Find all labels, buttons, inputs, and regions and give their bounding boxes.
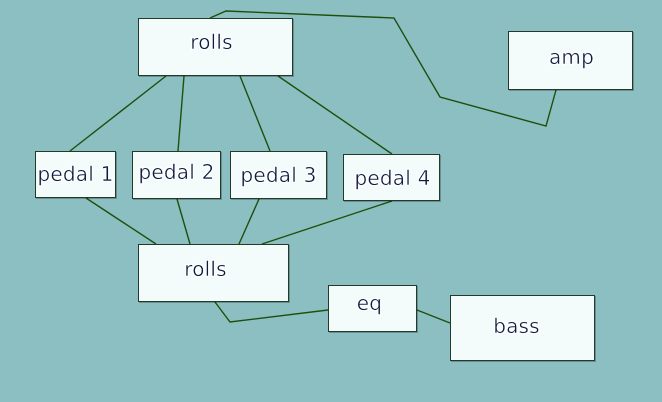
node-label: rolls [190, 30, 233, 54]
node-amp[interactable]: amp [508, 31, 633, 90]
node-label: rolls [184, 257, 227, 281]
node-label: pedal 2 [138, 160, 215, 184]
node-label: pedal 1 [37, 161, 114, 186]
edge-pedal-3-rolls-mid [238, 198, 260, 245]
edge-rolls-top-pedal-2 [177, 75, 185, 152]
edge-rolls-top-amp [209, 10, 557, 127]
edge-rolls-top-pedal-4 [277, 75, 393, 155]
edge-pedal-2-rolls-mid [176, 198, 191, 245]
edge-pedal-1-rolls-mid [85, 197, 157, 245]
edge-rolls-mid-eq [214, 301, 329, 323]
node-label: amp [548, 44, 595, 69]
node-pedal-4[interactable]: pedal 4 [343, 154, 440, 201]
node-label: bass [493, 314, 540, 338]
edge-pedal-4-rolls-mid [261, 200, 393, 245]
node-pedal-1[interactable]: pedal 1 [35, 151, 116, 198]
node-label: eq [356, 290, 383, 315]
node-pedal-3[interactable]: pedal 3 [230, 151, 327, 199]
node-rolls-top[interactable]: rolls [138, 18, 293, 76]
edge-eq-bass [416, 309, 451, 324]
node-rolls-mid[interactable]: rolls [138, 244, 289, 302]
node-pedal-2[interactable]: pedal 2 [132, 151, 221, 199]
node-bass[interactable]: bass [450, 295, 595, 361]
edge-rolls-top-pedal-3 [239, 75, 271, 152]
node-label: pedal 3 [240, 163, 317, 187]
node-label: pedal 4 [354, 165, 431, 190]
node-eq[interactable]: eq [328, 285, 417, 332]
edge-rolls-top-pedal-1 [69, 75, 167, 152]
